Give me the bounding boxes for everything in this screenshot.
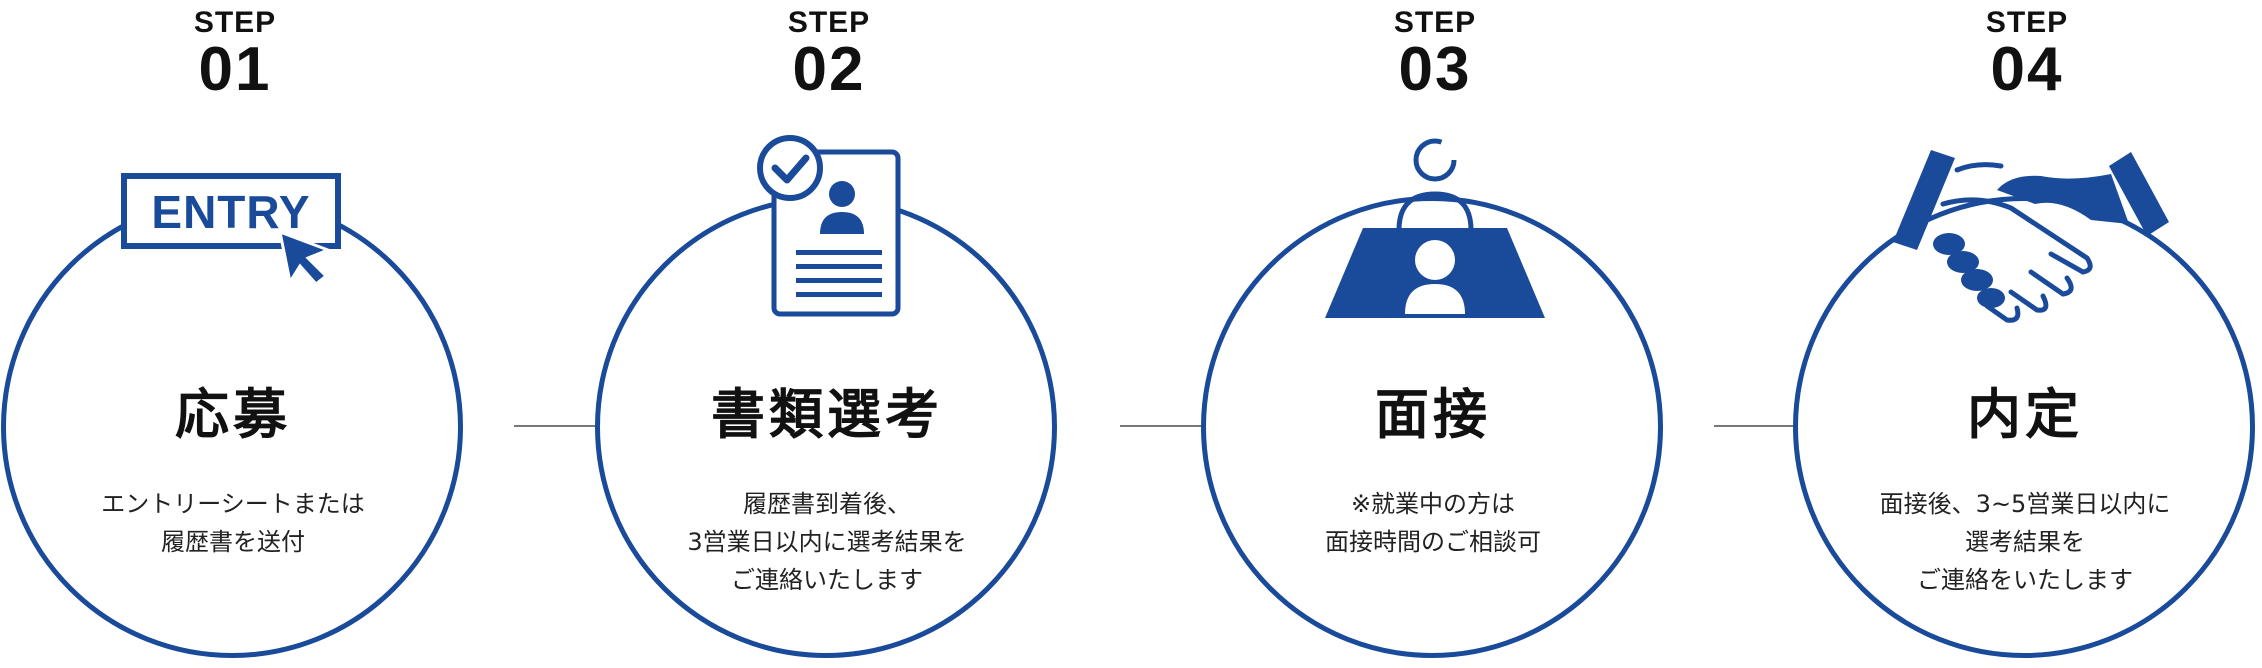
step-03: STEP 03 面接 ※就業中の方は 面接時間のご相談可	[1200, 0, 1670, 668]
step-description: ※就業中の方は 面接時間のご相談可	[1200, 485, 1666, 561]
step-04: STEP 04 内定 面接後、3~5営業日以内に 選考結果を ご連絡をいたします	[1792, 0, 2262, 668]
step-number: 03	[1398, 35, 1472, 104]
step-01: STEP 01 ENTRY 応募 エントリーシートまたは 履歴書を送付	[0, 0, 470, 668]
description-line: ご連絡いたします	[731, 566, 923, 594]
step-title: 内定	[1967, 383, 2083, 446]
handshake-icon	[1893, 150, 2169, 323]
description-line: 面接後、3~5営業日以内に	[1879, 490, 2171, 518]
step-title: 書類選考	[711, 383, 943, 446]
step-number: 02	[792, 35, 866, 104]
step-description: エントリーシートまたは 履歴書を送付	[0, 485, 466, 561]
description-line: 3営業日以内に選考結果を	[687, 528, 967, 556]
description-line: 履歴書到着後、	[743, 490, 911, 518]
interview-icon	[1325, 138, 1545, 318]
step-label: STEP	[1393, 6, 1477, 39]
step-02: STEP 02 書類選考 履歴書到着後、 3営業日以内に選考結果を ご連絡いたし…	[594, 0, 1064, 668]
step-description: 面接後、3~5営業日以内に 選考結果を ご連絡をいたします	[1792, 485, 2258, 599]
entry-cursor-icon: ENTRY	[121, 173, 341, 287]
description-line: 選考結果を	[1965, 528, 2085, 556]
step-label: STEP	[787, 6, 871, 39]
step-title: 面接	[1375, 383, 1491, 446]
description-line: エントリーシートまたは	[101, 490, 365, 518]
step-description: 履歴書到着後、 3営業日以内に選考結果を ご連絡いたします	[594, 485, 1060, 599]
description-line: ご連絡をいたします	[1917, 566, 2133, 594]
step-circle	[1, 196, 463, 658]
description-line: 面接時間のご相談可	[1325, 528, 1541, 556]
step-title: 応募	[175, 383, 291, 446]
step-label: STEP	[193, 6, 277, 39]
step-number: 01	[198, 35, 272, 104]
description-line: 履歴書を送付	[161, 528, 305, 556]
resume-check-icon	[757, 135, 901, 317]
step-circle	[1793, 196, 2255, 658]
step-number: 04	[1990, 35, 2064, 104]
description-line: ※就業中の方は	[1350, 490, 1516, 518]
step-label: STEP	[1985, 6, 2069, 39]
entry-icon-text: ENTRY	[151, 186, 310, 238]
